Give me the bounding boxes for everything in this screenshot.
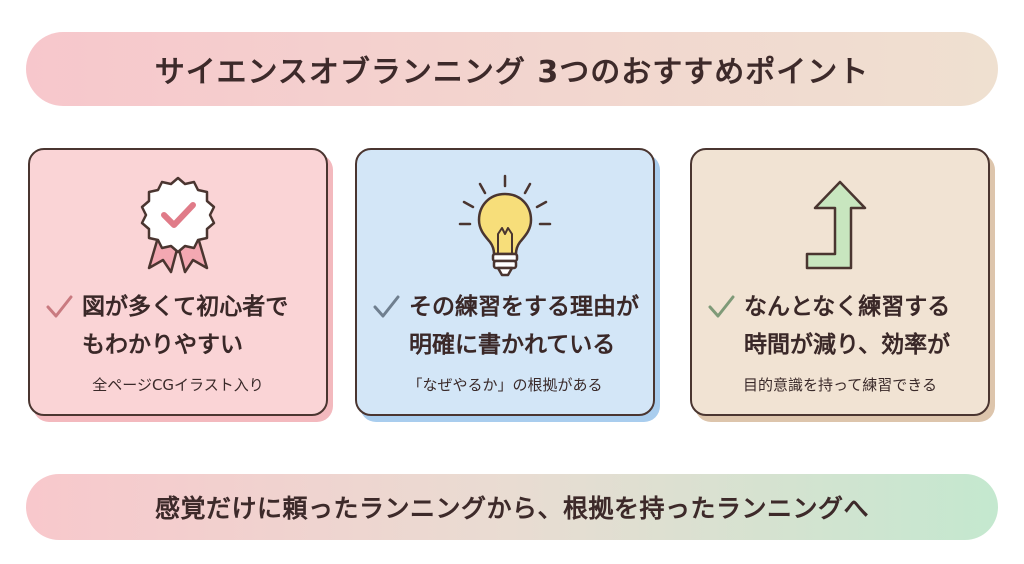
checkmark-icon (373, 295, 400, 318)
heading-text: なんとなく練習する 時間が減り、効率が (744, 288, 950, 364)
card-heading: 図が多くて初心者で もわかりやすい (44, 288, 316, 364)
heading-text: 図が多くて初心者で もわかりやすい (82, 288, 288, 364)
card-reasons: その練習をする理由が 明確に書かれている 「なぜやるか」の根拠がある (355, 148, 655, 416)
checkmark-icon (46, 295, 73, 318)
lightbulb-icon (458, 174, 552, 277)
card-subtext: 「なぜやるか」の根拠がある (407, 376, 603, 394)
card-heading: その練習をする理由が 明確に書かれている (371, 288, 643, 364)
award-ribbon-icon (140, 176, 216, 274)
arrow-up-icon (805, 180, 867, 270)
heading-line: 時間が減り、効率が (744, 332, 951, 358)
header-banner: サイエンスオブランニング 3つのおすすめポイント (26, 32, 998, 106)
heading-text: その練習をする理由が 明確に書かれている (409, 288, 639, 364)
card-illustrations: 図が多くて初心者で もわかりやすい 全ページCGイラスト入り (28, 148, 328, 416)
heading-line: その練習をする理由が (409, 294, 639, 320)
page-title: サイエンスオブランニング 3つのおすすめポイント (154, 55, 870, 90)
card-efficiency: なんとなく練習する 時間が減り、効率が 目的意識を持って練習できる (690, 148, 990, 416)
footer-text: 感覚だけに頼ったランニングから、根拠を持ったランニングへ (154, 494, 869, 523)
heading-line: もわかりやすい (82, 332, 243, 358)
footer-banner: 感覚だけに頼ったランニングから、根拠を持ったランニングへ (26, 474, 998, 540)
heading-line: なんとなく練習する (744, 294, 951, 320)
card-subtext: 全ページCGイラスト入り (92, 376, 264, 394)
heading-line: 図が多くて初心者で (82, 294, 289, 320)
checkmark-icon (708, 295, 735, 318)
heading-line: 明確に書かれている (409, 332, 616, 358)
card-subtext: 目的意識を持って練習できる (743, 376, 937, 394)
card-heading: なんとなく練習する 時間が減り、効率が (706, 288, 978, 364)
